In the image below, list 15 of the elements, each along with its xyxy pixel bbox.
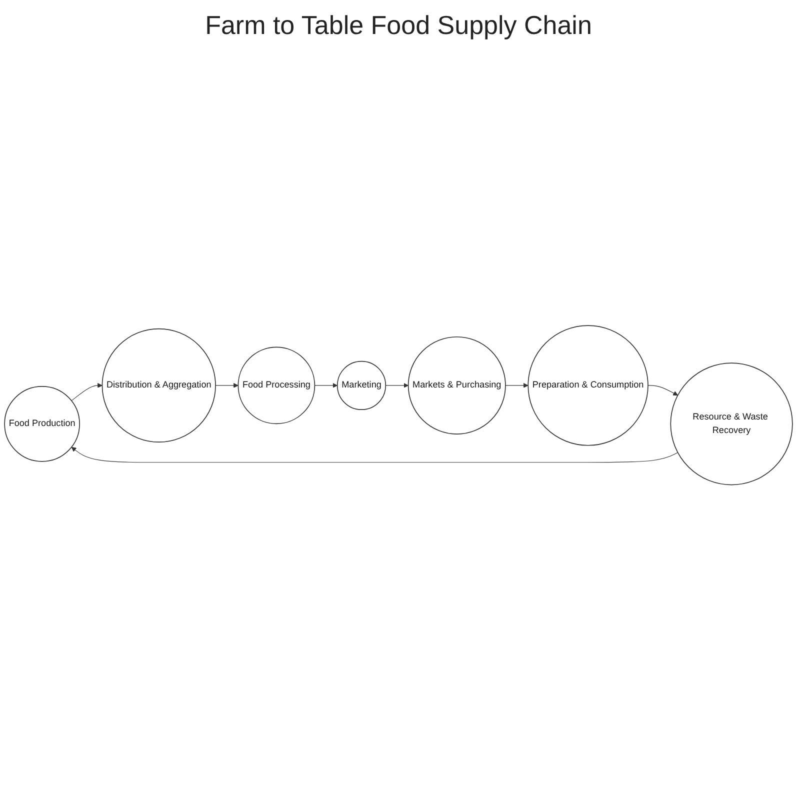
node-circle: Preparation & Consumption [528,324,648,446]
arrow [71,446,678,462]
node-circle: Markets & Purchasing [408,336,506,434]
node-circle: Marketing [336,360,386,410]
node-circle: Food Production [4,386,80,462]
node-circle: Resource & Waste Recovery [670,362,793,486]
arrow [314,382,338,388]
arrow [71,382,102,401]
node-circle: Distribution & Aggregation [102,328,216,442]
arrow [215,382,238,388]
arrow [648,385,678,396]
arrow [385,382,409,388]
diagram-title: Farm to Table Food Supply Chain [204,10,593,41]
node-circle: Food Processing [238,346,316,424]
arrow [505,382,528,388]
